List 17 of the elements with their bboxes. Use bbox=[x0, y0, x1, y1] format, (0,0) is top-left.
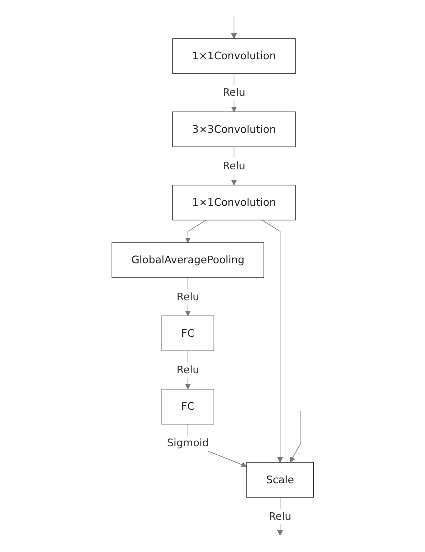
arrow bbox=[290, 411, 301, 463]
node-box: 1×1Convolution bbox=[172, 185, 296, 221]
arrow bbox=[184, 220, 206, 244]
edge-label: Relu bbox=[268, 510, 292, 522]
arrow bbox=[261, 220, 283, 463]
arrow bbox=[230, 16, 237, 40]
edge-label: Relu bbox=[176, 290, 199, 303]
edge-label: Sigmoid bbox=[166, 436, 209, 450]
edge-label: Relu bbox=[222, 160, 246, 172]
node-box: 1×1Convolution bbox=[172, 38, 296, 74]
node-box: FC bbox=[161, 389, 214, 425]
edge-label: Relu bbox=[176, 364, 199, 376]
node-box: GlobalAveragePooling bbox=[111, 242, 264, 278]
edge-label: Relu bbox=[222, 86, 246, 99]
node-box: 3×3Convolution bbox=[172, 112, 296, 148]
node-box: FC bbox=[161, 316, 214, 352]
node-box: Scale bbox=[246, 462, 314, 498]
